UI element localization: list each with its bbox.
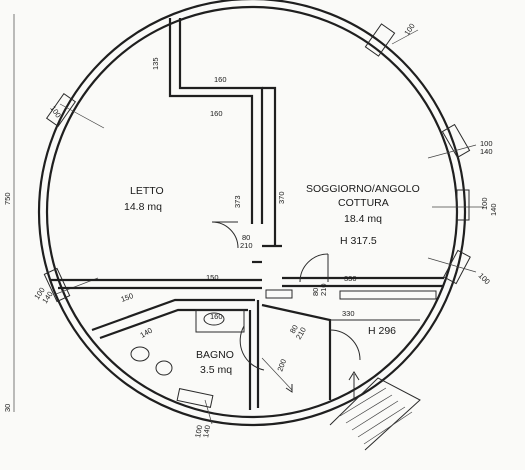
dim-80-b: 80 [311, 288, 320, 296]
door-letto [211, 221, 239, 249]
window-label-r1: 100 [480, 139, 493, 148]
window-bottom [176, 388, 214, 408]
outer-wall-outer [37, 0, 467, 427]
window-label-r1b: 140 [480, 147, 493, 156]
room-name-bagno: BAGNO [196, 349, 234, 361]
outer-dimension-30: 30 [3, 404, 12, 412]
door-entrance [329, 329, 361, 361]
dim-160-bath: 160 [210, 312, 223, 321]
room-height-entrance: H 296 [368, 325, 396, 337]
basin [203, 312, 225, 326]
room-height-soggiorno: H 317.5 [340, 235, 377, 247]
window-top-right [364, 23, 396, 57]
window-left-lower [43, 267, 71, 303]
stairs [339, 387, 413, 445]
window-right-lower [443, 249, 471, 285]
window-label-r2: 100 [480, 197, 489, 210]
dim-150-a: 150 [206, 273, 219, 282]
window-right-middle [456, 189, 470, 221]
dim-160-mid: 160 [210, 109, 223, 118]
window-label-b: 100 [193, 424, 204, 438]
window-label-bb: 140 [201, 424, 212, 438]
dim-80-a: 80 [242, 233, 250, 242]
dim-330-b: 330 [342, 309, 355, 318]
window-label-r3: 100 [477, 271, 492, 286]
door-bagno [239, 325, 265, 371]
room-area-soggiorno: 18.4 mq [344, 213, 382, 225]
room-area-letto: 14.8 mq [124, 201, 162, 213]
dim-160-top: 160 [214, 75, 227, 84]
door-soggiorno [299, 253, 329, 283]
room-name-letto: LETTO [130, 185, 164, 197]
room-area-bagno: 3.5 mq [200, 364, 232, 376]
toilet [130, 346, 150, 362]
shower-tray [195, 309, 245, 333]
dim-370: 370 [277, 191, 286, 204]
dim-210-b: 210 [319, 283, 328, 296]
windows [43, 23, 471, 408]
window-left-upper [45, 93, 77, 127]
dim-135: 135 [151, 57, 160, 70]
bidet [155, 360, 173, 376]
bath-fixtures [130, 309, 293, 393]
dim-80-c: 80 [288, 323, 300, 335]
dim-373: 373 [233, 195, 242, 208]
outer-dimension-750: 750 [3, 192, 12, 205]
dim-200: 200 [275, 358, 288, 373]
dim-330-a: 330 [344, 274, 357, 283]
dim-150-b: 150 [120, 291, 135, 304]
window-right-upper [441, 123, 471, 159]
dim-140: 140 [139, 326, 154, 340]
interior-walls [50, 18, 444, 451]
room-name-soggiorno-1: SOGGIORNO/ANGOLO [306, 183, 420, 195]
dim-210-a: 210 [240, 241, 253, 250]
room-name-soggiorno-2: COTTURA [338, 197, 389, 209]
window-label-r2b: 140 [489, 203, 498, 216]
